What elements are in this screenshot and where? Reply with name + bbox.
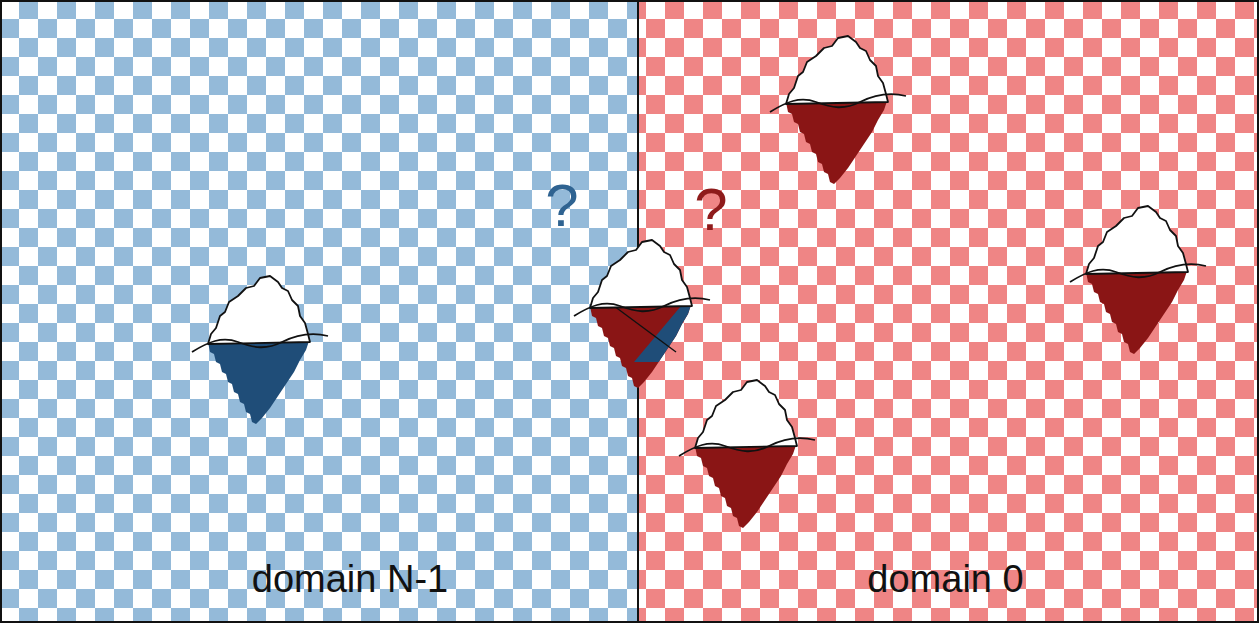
domain-label: domain 0	[867, 559, 1023, 601]
domain-region: domain 0	[638, 0, 1259, 623]
domain-label: domain N-1	[252, 559, 448, 601]
question-mark: ?	[545, 176, 578, 236]
red-iceberg	[770, 36, 906, 184]
red-iceberg	[1070, 206, 1206, 354]
red-iceberg	[679, 380, 815, 528]
blue-iceberg	[192, 276, 328, 424]
split-iceberg	[574, 240, 710, 388]
label-holder: ?	[694, 180, 727, 240]
label-holder: ?	[545, 176, 578, 236]
domain-region: domain N-1	[0, 0, 638, 623]
question-mark: ?	[694, 180, 727, 240]
